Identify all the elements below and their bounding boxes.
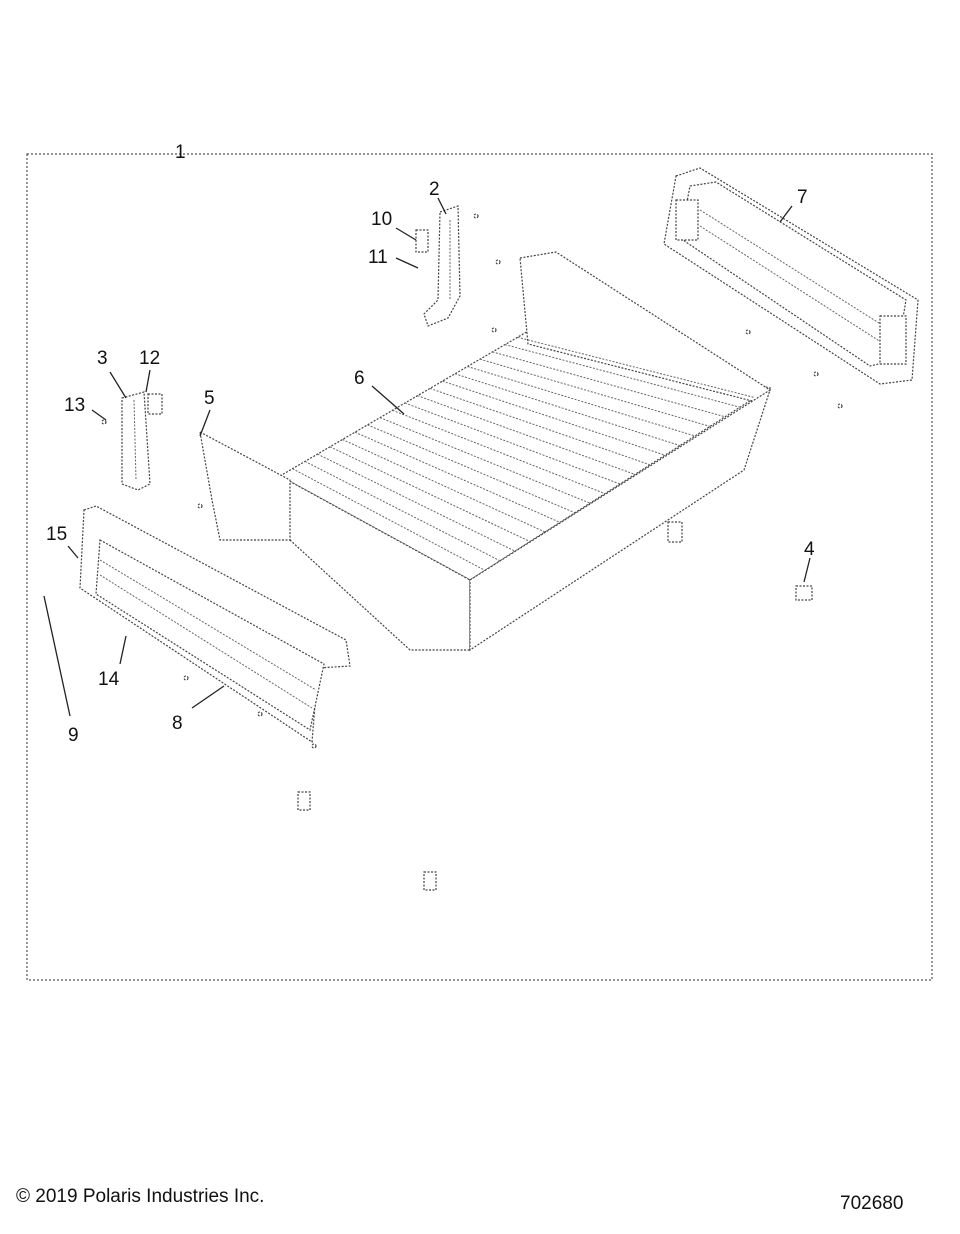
callout-2: 2	[429, 179, 440, 200]
callout-12: 12	[139, 348, 160, 369]
callout-14: 14	[98, 669, 120, 690]
kit-boundary	[26, 153, 933, 981]
floor-slat	[442, 380, 666, 456]
hardware-fasteners	[101, 213, 843, 891]
floor-slat	[492, 351, 726, 418]
floor-slat	[454, 373, 681, 447]
floor-slat	[479, 358, 711, 427]
part-front-panel	[79, 505, 351, 744]
callout-13: 13	[64, 395, 85, 416]
floor-slat	[342, 439, 546, 533]
floor-slat	[417, 395, 636, 475]
floor-slat	[317, 453, 516, 552]
figure-number: 702680	[840, 1193, 904, 1214]
callout-9: 9	[68, 725, 79, 746]
floor-slat	[467, 366, 696, 437]
floor-slat	[329, 446, 531, 543]
floor-slat	[304, 460, 501, 562]
floor-slat	[517, 336, 756, 399]
callout-1: 1	[175, 142, 186, 163]
floor-slat	[354, 431, 561, 523]
callout-8: 8	[172, 713, 183, 734]
callout-5: 5	[204, 388, 215, 409]
floor-slat	[392, 409, 606, 495]
callout-15: 15	[46, 524, 67, 545]
callout-4: 4	[804, 539, 815, 560]
copyright-notice: © 2019 Polaris Industries Inc.	[16, 1186, 265, 1207]
part-bracket-left	[121, 391, 163, 491]
part-cargo-box	[199, 251, 772, 652]
callout-7: 7	[797, 187, 808, 208]
floor-slat	[367, 424, 576, 514]
leader-lines	[43, 197, 811, 717]
callout-11: 11	[368, 247, 388, 268]
callout-6: 6	[354, 368, 365, 389]
part-rear-panel	[663, 167, 919, 385]
floor-slat	[429, 387, 651, 466]
part-bracket-right	[415, 205, 461, 327]
callout-10: 10	[371, 209, 392, 230]
callout-3: 3	[97, 348, 108, 369]
floor-slat	[379, 417, 591, 504]
floor-slat	[292, 468, 486, 571]
